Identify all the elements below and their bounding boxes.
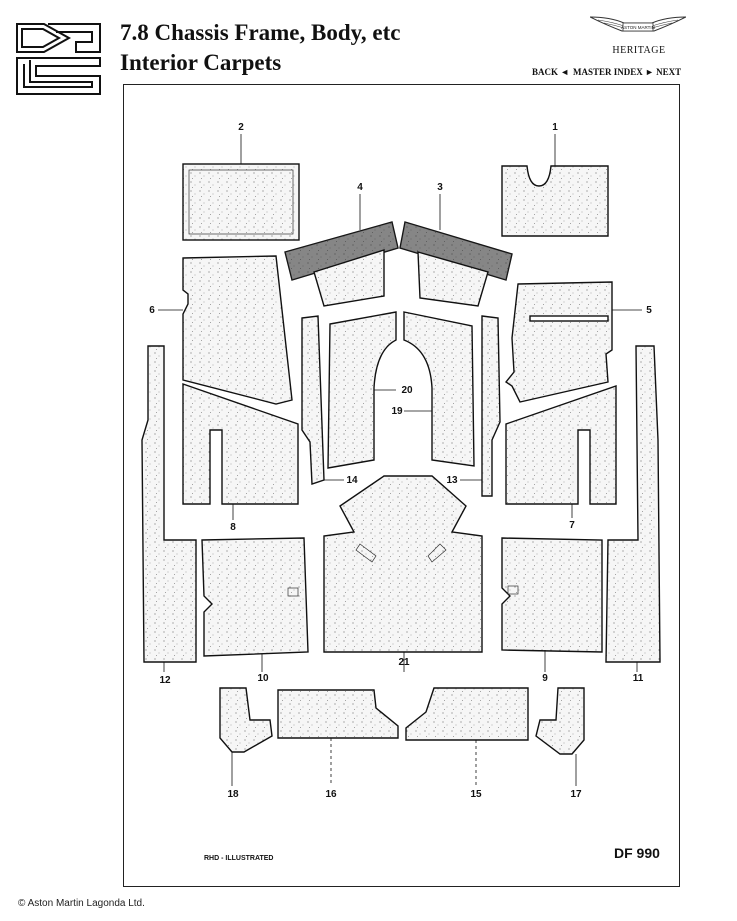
label-16: 16	[325, 789, 337, 800]
carpet-piece-14	[301, 315, 325, 485]
label-12: 12	[159, 675, 171, 686]
wing-text: ASTON MARTIN	[621, 25, 655, 30]
label-7: 7	[569, 520, 575, 531]
carpet-piece-16	[277, 689, 399, 739]
carpet-piece-21	[323, 475, 483, 653]
label-10: 10	[257, 673, 269, 684]
carpet-piece-7	[505, 385, 617, 505]
carpet-piece-12	[141, 345, 197, 663]
carpet-piece-20	[327, 311, 397, 469]
master-index-link[interactable]: MASTER INDEX	[573, 67, 643, 77]
label-15: 15	[470, 789, 482, 800]
label-11: 11	[633, 673, 644, 684]
heritage-label: HERITAGE	[612, 45, 666, 56]
carpet-piece-17	[535, 687, 585, 755]
label-3: 3	[437, 182, 443, 193]
section-title: 7.8 Chassis Frame, Body, etc	[120, 20, 401, 45]
label-18: 18	[227, 789, 239, 800]
leader-lines	[158, 134, 642, 786]
label-21: 21	[398, 657, 410, 668]
label-9: 9	[542, 673, 548, 684]
page-subtitle: Interior Carpets	[120, 50, 282, 75]
label-4: 4	[357, 182, 363, 193]
dbs-logo	[16, 23, 101, 95]
carpet-piece-13	[481, 315, 501, 497]
back-link[interactable]: BACK ◄	[532, 67, 570, 77]
carpet-piece-11	[605, 345, 661, 663]
carpet-piece-19	[403, 311, 475, 467]
rhd-illustrated-note: RHD - ILLUSTRATED	[204, 855, 273, 862]
carpet-piece-3	[399, 221, 513, 307]
carpet-piece-8	[182, 383, 299, 505]
label-19: 19	[391, 406, 403, 417]
next-link[interactable]: ► NEXT	[645, 67, 682, 77]
label-20: 20	[401, 385, 413, 396]
carpet-piece-9	[501, 537, 603, 653]
label-2: 2	[238, 122, 244, 133]
carpet-piece-2	[182, 163, 300, 241]
carpet-piece-4	[284, 221, 399, 307]
drawing-code: DF 990	[614, 845, 660, 861]
carpet-piece-6	[182, 255, 293, 405]
carpet-piece-10	[201, 537, 309, 657]
diagram-frame	[123, 84, 680, 887]
label-8: 8	[230, 522, 236, 533]
aston-martin-wings-logo: ASTON MARTIN	[590, 16, 686, 32]
label-13: 13	[446, 475, 458, 486]
carpet-piece-18	[219, 687, 273, 753]
carpet-piece-1	[501, 165, 609, 237]
label-1: 1	[552, 122, 558, 133]
label-6: 6	[149, 305, 155, 316]
label-14: 14	[346, 475, 358, 486]
copyright: © Aston Martin Lagonda Ltd.	[18, 898, 145, 909]
carpet-piece-5	[504, 281, 613, 403]
label-17: 17	[570, 789, 582, 800]
carpet-piece-15	[405, 687, 529, 741]
label-5: 5	[646, 305, 652, 316]
